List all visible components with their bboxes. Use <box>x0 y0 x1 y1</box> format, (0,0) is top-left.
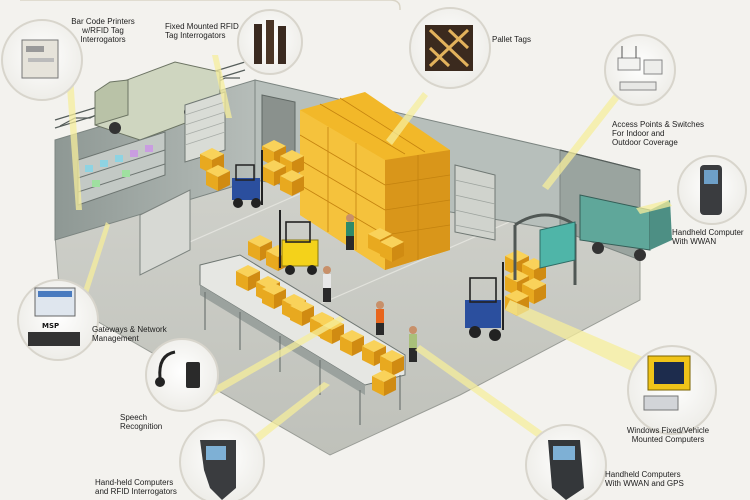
forklift-right <box>465 262 504 341</box>
forklift-middle <box>279 210 319 275</box>
label-barcode-printers: Bar Code Printers w/RFID Tag Interrogato… <box>71 17 135 44</box>
callout-circle-handheld-gps <box>525 424 607 500</box>
callout-circle-pallet-tags <box>409 7 491 89</box>
label-speech: Speech Recognition <box>120 413 163 431</box>
label-access-points: Access Points & Switches For Indoor and … <box>612 120 705 147</box>
label-handheld-wwan: Handheld Computer With WWAN <box>672 228 744 246</box>
msp-label: MSP <box>42 322 59 330</box>
label-fixed-rfid: Fixed Mounted RFID Tag Interrogators <box>165 22 239 40</box>
label-vehicle-computers: Windows Fixed/Vehicle Mounted Computers <box>626 426 710 444</box>
callout-circle-printer <box>1 19 83 101</box>
callout-circle-vehicle-computers <box>627 345 717 435</box>
rfid-portal <box>513 213 577 285</box>
header-frame <box>20 0 401 10</box>
forklift-back <box>232 150 263 208</box>
callout-circle-handheld-rfid <box>179 419 265 500</box>
pallet-stack-main <box>299 92 451 270</box>
delivery-truck-right <box>579 194 672 261</box>
label-handheld-rfid: Hand-held Computers and RFID Interrogato… <box>95 478 177 496</box>
callout-circle-speech <box>145 338 219 412</box>
callout-circle-handheld-wwan <box>677 155 747 225</box>
callout-circle-fixed-rfid <box>237 9 303 75</box>
connector-beams <box>65 55 672 455</box>
callout-circle-gateways: MSP <box>17 279 99 361</box>
label-gateways: Gateways & Network Management <box>92 325 167 343</box>
callout-circle-access-points <box>604 34 676 106</box>
label-handheld-gps: Handheld Computers With WWAN and GPS <box>605 470 684 488</box>
workers <box>323 214 417 362</box>
label-pallet-tags: Pallet Tags <box>492 35 531 44</box>
dock-door-left <box>184 91 226 163</box>
dock-door-right <box>454 164 496 241</box>
